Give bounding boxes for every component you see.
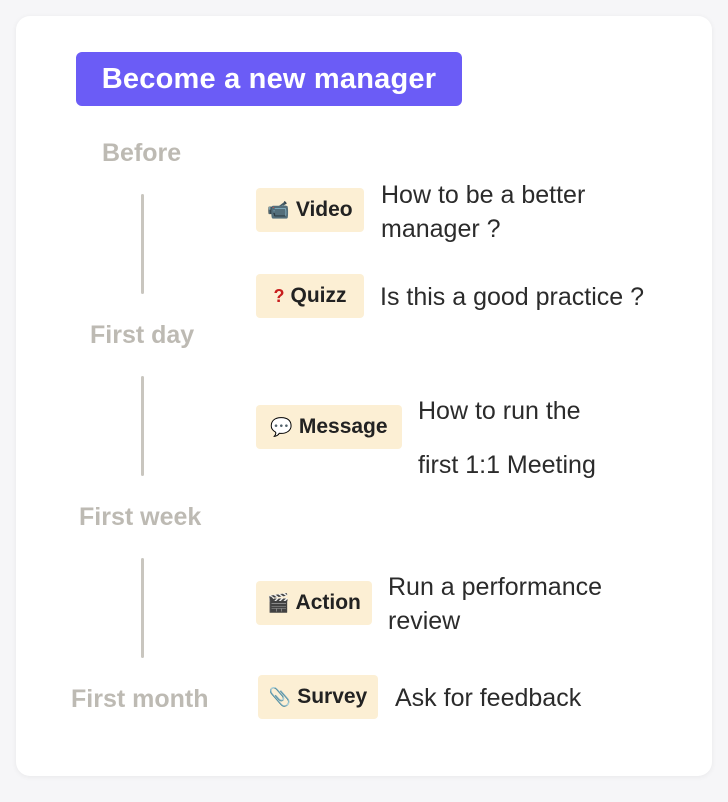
quizz-tag[interactable]: ? Quizz	[256, 274, 364, 318]
video-description: How to be a better manager ?	[381, 178, 585, 246]
action-tag[interactable]: 🎬 Action	[256, 581, 372, 625]
speech-bubble-icon: 💬	[270, 416, 293, 437]
survey-tag[interactable]: 📎 Survey	[258, 675, 378, 719]
timeline-line	[141, 376, 144, 476]
stage-before: Before	[102, 139, 182, 167]
action-description: Run a performance review	[388, 570, 602, 638]
video-tag[interactable]: 📹 Video	[256, 188, 364, 232]
message-description-line-2: first 1:1 Meeting	[418, 451, 596, 479]
timeline-line	[141, 558, 144, 658]
question-mark-icon: ?	[273, 285, 285, 306]
survey-description-line-1: Ask for feedback	[395, 684, 582, 712]
message-tag-label: Message	[298, 415, 388, 438]
stage-first-day: First day	[90, 321, 195, 349]
title-button[interactable]: Become a new manager	[76, 52, 462, 106]
timeline-card	[16, 16, 712, 776]
action-description-line-1: Run a performance	[388, 573, 603, 601]
paperclip-icon: 📎	[268, 686, 292, 707]
message-description: How to run the first 1:1 Meeting	[418, 384, 596, 492]
video-camera-icon: 📹	[267, 199, 290, 220]
survey-description: Ask for feedback	[395, 681, 581, 715]
survey-tag-label: Survey	[297, 685, 368, 708]
stage-first-month: First month	[71, 685, 209, 713]
video-description-line-1: How to be a better	[381, 181, 586, 209]
quizz-description-line-1: Is this a good practice ?	[380, 283, 645, 311]
stage-first-week: First week	[79, 503, 202, 531]
video-tag-label: Video	[295, 198, 353, 221]
message-description-line-1: How to run the	[418, 397, 581, 425]
action-tag-label: Action	[295, 591, 361, 614]
quizz-description: Is this a good practice ?	[380, 280, 644, 314]
message-tag[interactable]: 💬 Message	[256, 405, 402, 449]
timeline-line	[141, 194, 144, 294]
video-description-line-2: manager ?	[381, 215, 501, 243]
action-description-line-2: review	[388, 607, 461, 635]
quizz-tag-label: Quizz	[290, 284, 347, 307]
clapperboard-icon: 🎬	[267, 592, 290, 613]
